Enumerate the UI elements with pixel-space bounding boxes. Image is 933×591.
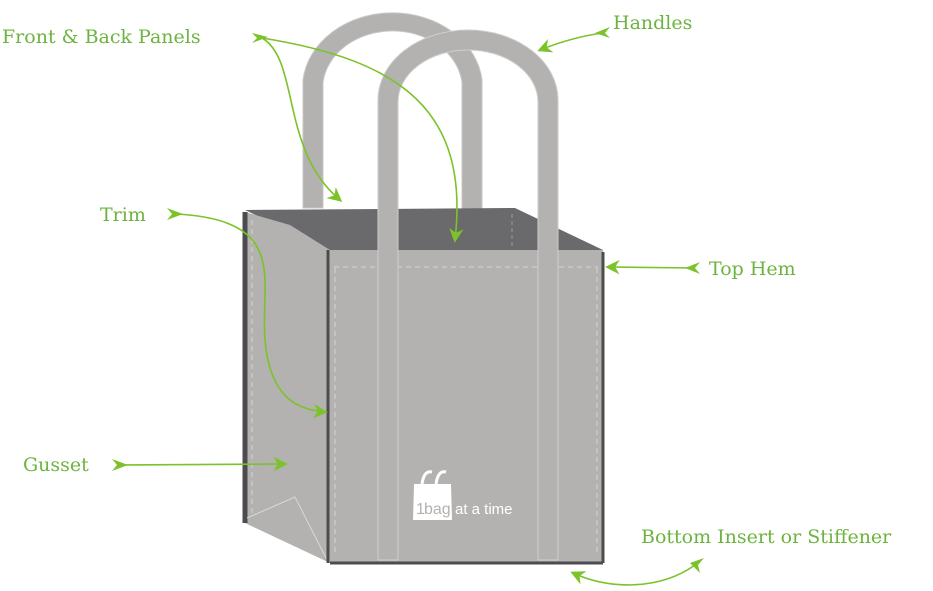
bag-interior (245, 208, 603, 250)
label-gusset: Gusset (23, 454, 89, 476)
label-top-hem: Top Hem (709, 258, 796, 280)
svg-text:at a time: at a time (455, 501, 513, 518)
arrow-tails (112, 27, 704, 573)
arrow-handles (537, 32, 604, 53)
label-trim: Trim (100, 204, 146, 226)
label-handles: Handles (613, 12, 692, 34)
back-handle (302, 12, 483, 211)
label-front-back-panels: Front & Back Panels (2, 26, 201, 48)
arrow-trim (175, 213, 328, 419)
arrow-gusset (121, 456, 288, 472)
gusset (242, 212, 330, 563)
arrow-bottom-insert (570, 564, 696, 586)
svg-text:1: 1 (416, 501, 425, 518)
label-bottom-insert: Bottom Insert or Stiffener (641, 526, 892, 548)
arrow-top-hem (605, 259, 696, 275)
svg-text:bag: bag (424, 501, 451, 518)
arrow-back-panel (261, 37, 464, 243)
arrow-front-panel (261, 37, 343, 202)
brand-logo: 1 bag at a time (413, 470, 513, 520)
